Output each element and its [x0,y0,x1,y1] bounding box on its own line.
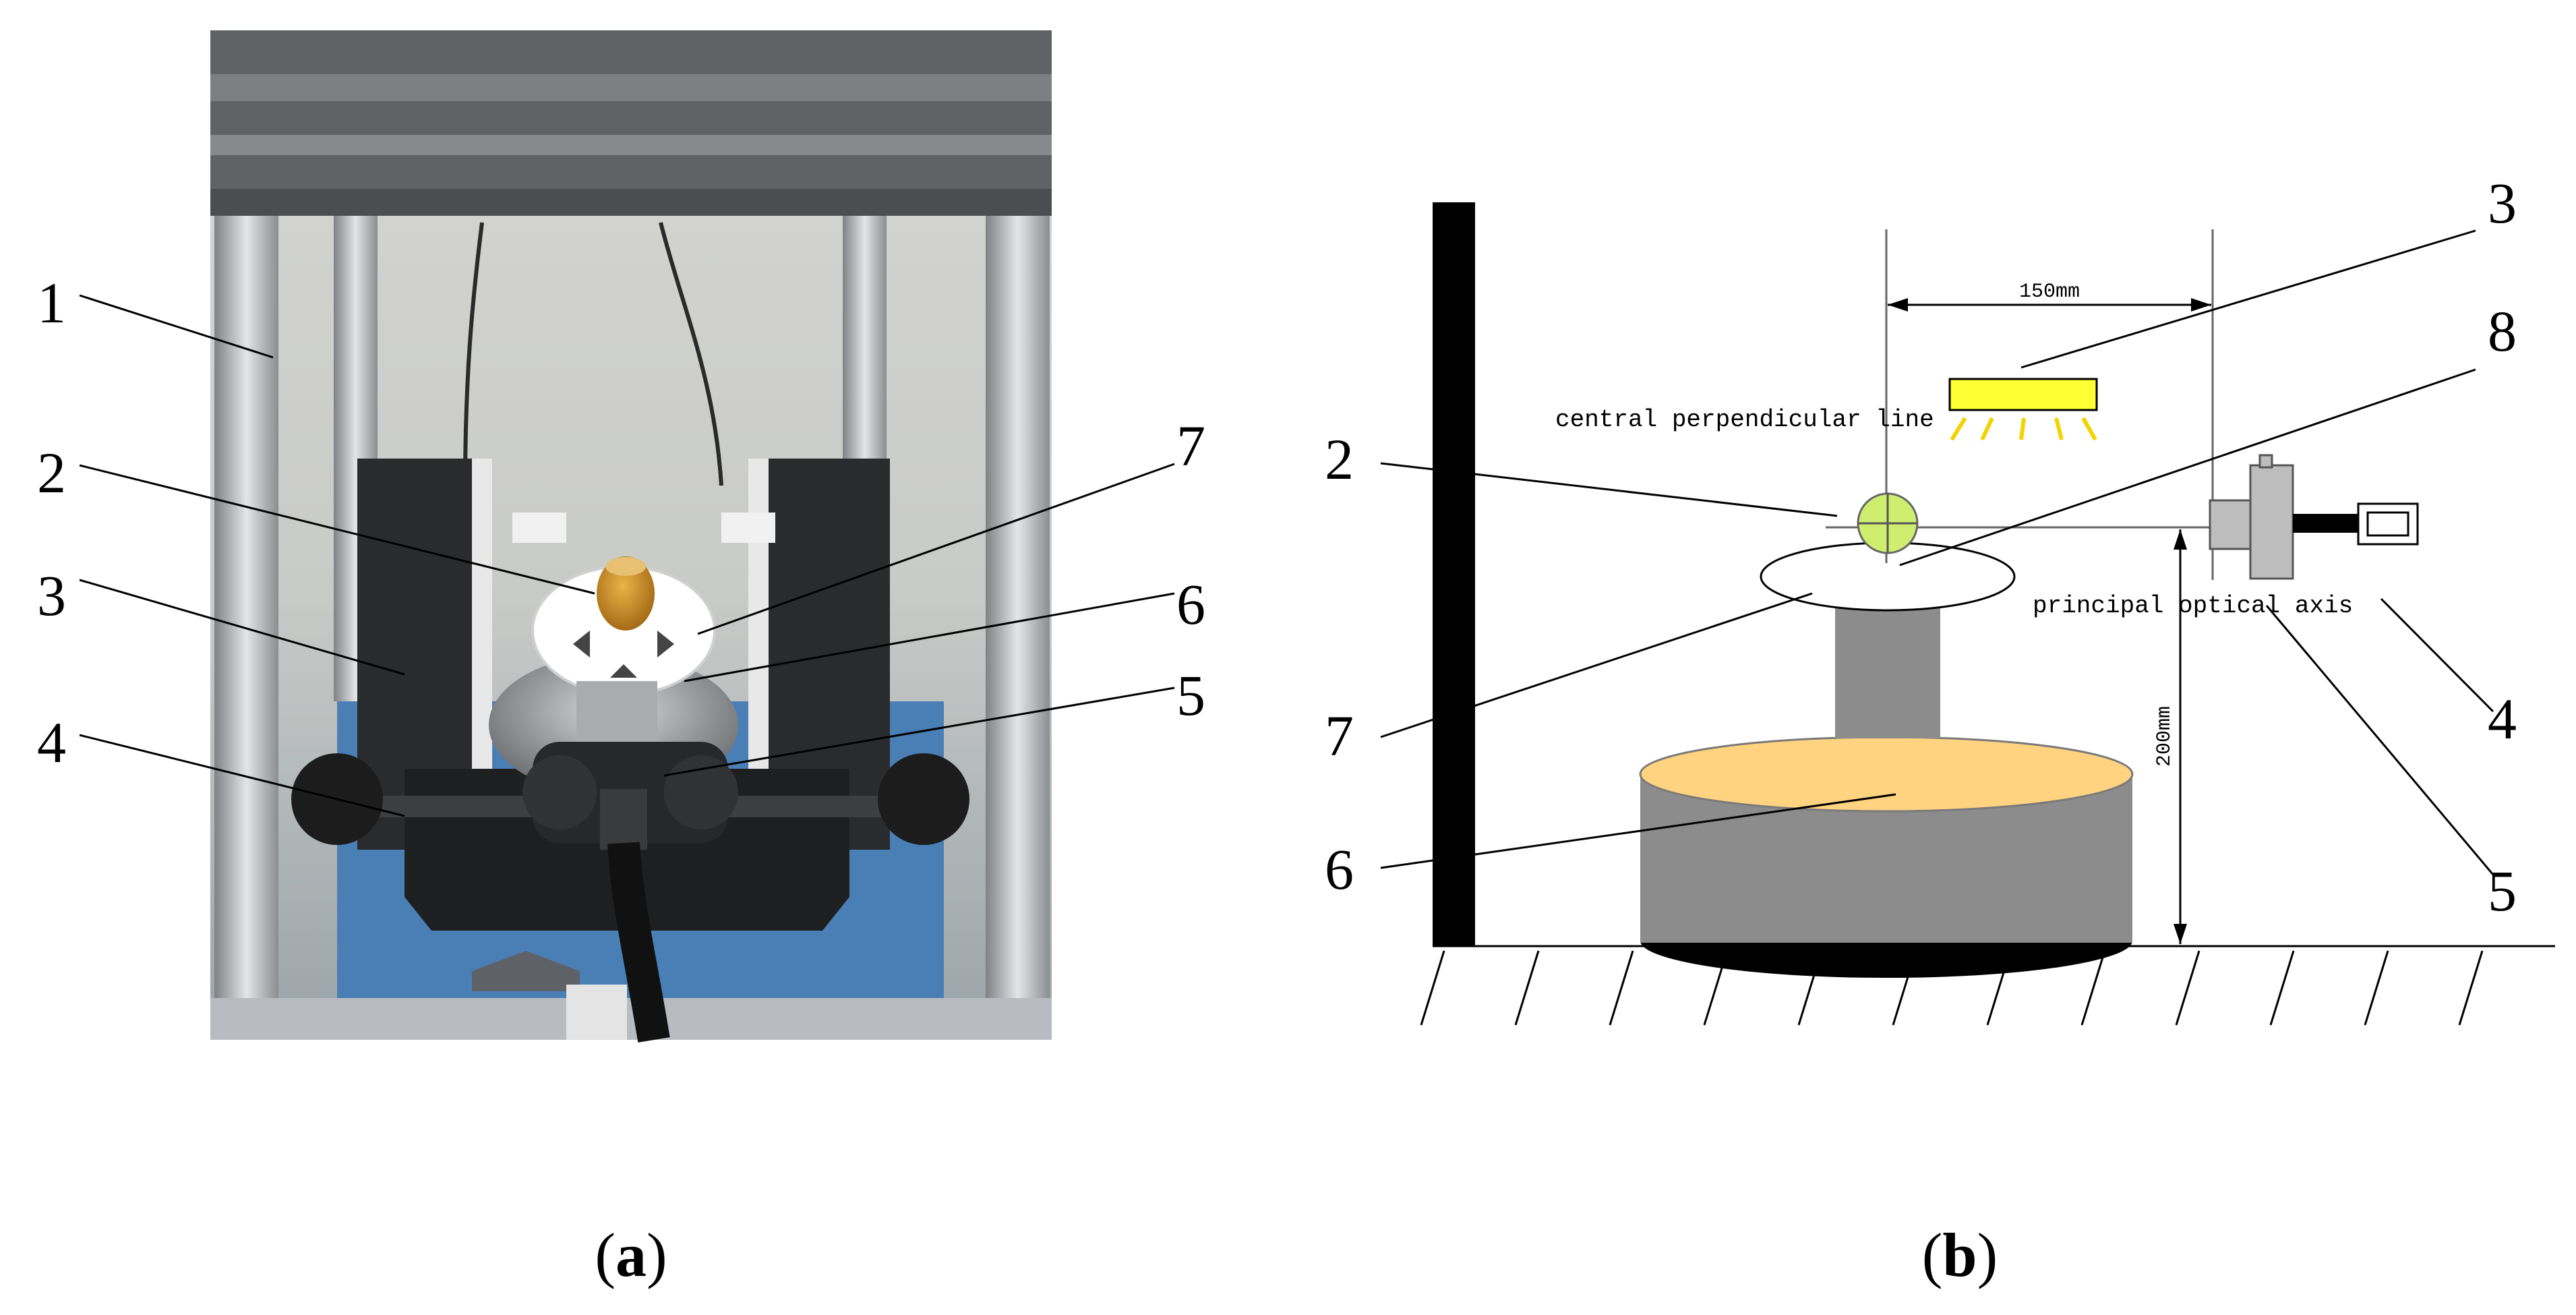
leader-a-4 [79,734,405,817]
camera-arm [2293,514,2360,533]
label-b-7: 7 [1325,703,1354,768]
ground-hatching [1420,950,2484,1026]
label-a-6: 6 [1176,572,1205,637]
label-b-4: 4 [2488,686,2517,751]
right-rail [986,216,1050,1040]
top-frame-beam [210,30,1052,216]
right-knob [878,753,969,845]
panel-b-leaders [1380,229,2494,875]
leader-b-8 [1899,368,2476,566]
panel-a-leaders [79,294,1175,817]
leader-b-4 [2380,597,2494,713]
pedestal-column [1835,604,1940,738]
label-b-2: 2 [1325,427,1354,492]
panel-b-labels: 2 3 8 4 7 6 5 [1325,171,2517,923]
label-b-3: 3 [2488,171,2517,235]
leader-a-6 [684,592,1175,682]
label-a-7: 7 [1176,413,1205,478]
panel-b-schematic: 150mm 200mm central perpendicular line [1420,202,2555,1026]
leader-b-2 [1380,462,1838,517]
wall-bar [1433,202,1475,946]
caption-b: (b) [1922,1221,1998,1289]
light-rays [1950,417,2097,441]
label-b-5: 5 [2488,858,2517,923]
leader-b-3 [2020,229,2476,369]
label-b-8: 8 [2488,299,2517,363]
leader-b-5 [2265,605,2494,875]
camera-lens [2209,499,2253,550]
label-a-3: 3 [37,563,66,628]
label-b-6: 6 [1325,837,1354,902]
label-a-2: 2 [37,440,66,505]
panel-a-labels: 1 2 3 4 7 6 5 [37,270,1205,775]
label-a-4: 4 [37,710,66,775]
label-a-1: 1 [37,270,66,335]
label-a-5: 5 [1176,663,1205,728]
leader-b-7 [1380,592,1813,738]
sample [597,556,655,631]
central-perpendicular-text: central perpendicular line [1555,406,1934,434]
panel-a-photo [210,30,1052,1043]
leader-a-3 [79,579,405,676]
leader-b-6 [1380,793,1896,869]
camera-body [2249,464,2294,580]
dimension-200-label: 200mm [2153,706,2176,767]
principal-optical-axis-text: principal optical axis [2033,592,2353,620]
turntable-top [1639,736,2134,813]
caption-a: (a) [595,1221,667,1289]
dimension-150-label: 150mm [2019,281,2080,303]
leader-a-1 [79,294,274,359]
leader-a-5 [663,686,1175,777]
light-bar [1948,378,2098,411]
leader-a-2 [79,464,595,595]
leader-a-7 [697,463,1175,635]
